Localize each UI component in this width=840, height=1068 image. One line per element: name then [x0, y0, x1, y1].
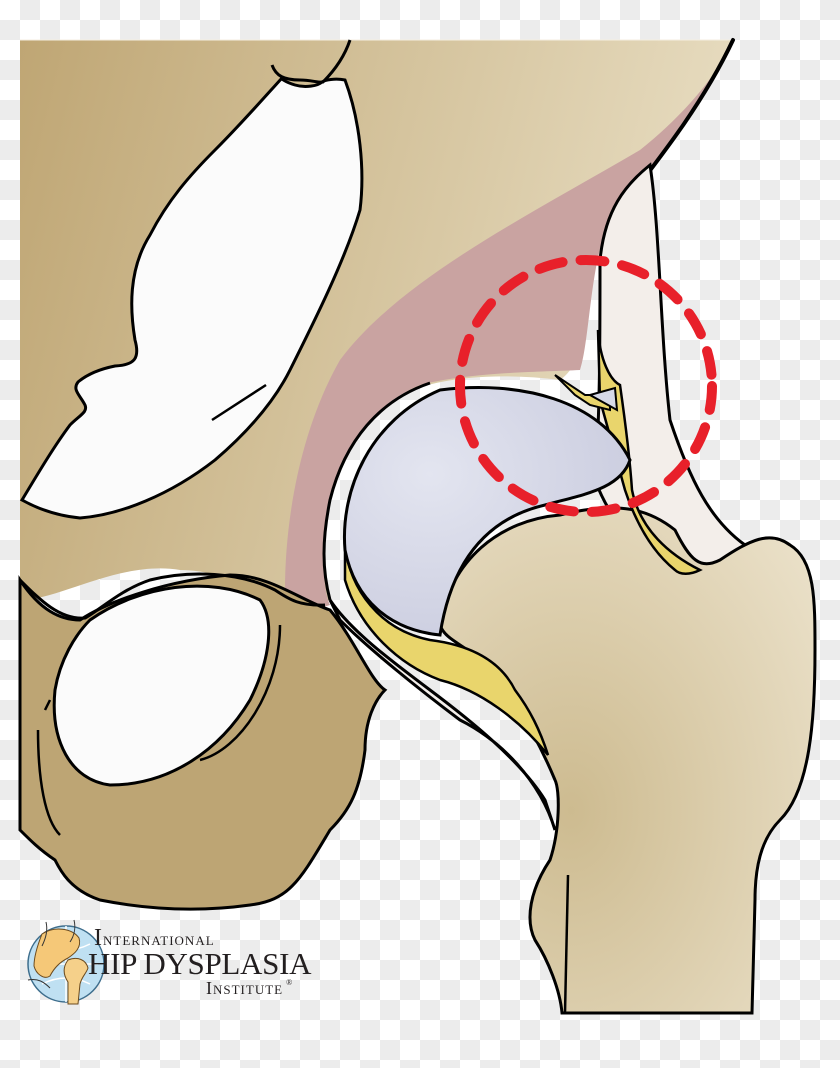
- synovial-fluid-lower: [343, 544, 550, 756]
- highlight-circle: [455, 255, 717, 517]
- globe-hip-icon: [27, 919, 105, 1005]
- registered-mark: ®: [286, 978, 294, 987]
- femur: [438, 506, 817, 1015]
- femoral-head: [342, 386, 632, 637]
- logo-line-institute: Institute®: [206, 978, 294, 998]
- institute-logo: International HIP DYSPLASIA Institute®: [24, 912, 344, 1012]
- logo-line-hip-dysplasia: HIP DYSPLASIA: [88, 946, 312, 981]
- pelvis-ischium: [18, 573, 388, 911]
- sciatic-notch-outline: [19, 76, 364, 520]
- logo-text: International HIP DYSPLASIA Institute®: [88, 925, 311, 998]
- logo-line-international: International: [94, 925, 215, 951]
- obturator-foramen: [52, 584, 271, 787]
- acetabular-cartilage: [285, 40, 733, 608]
- capsule-lower: [328, 599, 557, 831]
